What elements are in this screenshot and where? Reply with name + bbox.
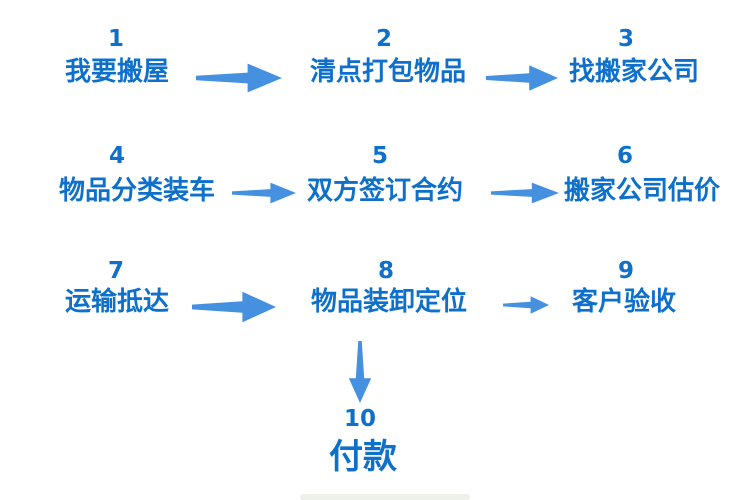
step-3-label: 找搬家公司 [568,57,699,87]
step-2-number: 2 [375,26,392,52]
step-9-label: 客户验收 [571,287,676,317]
step-6-number: 6 [616,143,633,169]
step-6-label: 搬家公司估价 [563,176,720,206]
step-5-number: 5 [371,143,388,169]
step-3-number: 3 [617,26,634,52]
step-10-number: 10 [343,406,376,432]
arrow-down-icon-8-10 [346,341,374,403]
arrow-right-icon-2-3 [486,62,558,94]
step-2-label: 清点打包物品 [309,57,466,87]
bottom-cutoff-artifact [300,494,470,500]
step-10-label: 付款 [329,437,397,477]
step-1-label: 我要搬屋 [64,57,169,87]
step-7-label: 运输抵达 [64,287,169,317]
step-4-number: 4 [108,143,125,169]
arrow-right-icon-1-2 [196,60,282,96]
step-9-number: 9 [617,258,634,284]
step-7-number: 7 [107,258,124,284]
step-8-number: 8 [377,258,394,284]
step-5-label: 双方签订合约 [306,176,463,206]
arrow-right-icon-7-8 [192,288,276,326]
arrow-right-icon-4-5 [232,180,296,206]
step-8-label: 物品装卸定位 [310,287,467,317]
step-4-label: 物品分类装车 [58,176,215,206]
arrow-right-icon-8-9 [503,294,549,316]
arrow-right-icon-5-6 [491,180,559,206]
step-1-number: 1 [107,26,124,52]
